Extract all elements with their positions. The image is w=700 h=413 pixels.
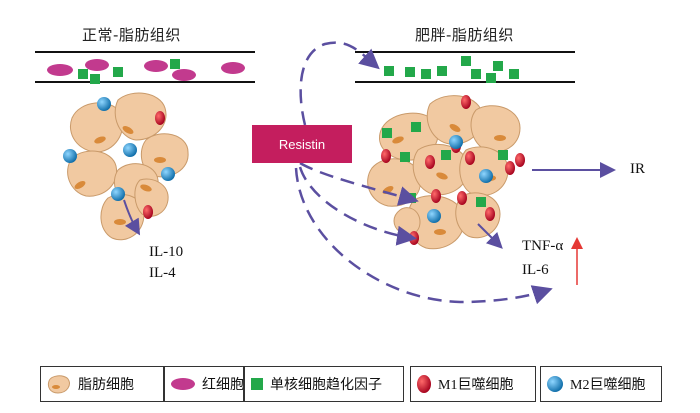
resistin-label: Resistin [278,136,326,152]
monocyte-factor [509,69,519,79]
monocyte-factor-swatch [251,378,263,390]
m1-macrophage [505,161,515,175]
normal-cytokine-2: IL-4 [149,265,176,281]
m1-macrophage [155,111,165,125]
m2-macrophage [479,169,493,183]
m2-macrophage [427,209,441,223]
monocyte-factor [170,59,180,69]
legend-rbc: 红细胞 [164,366,244,402]
m1-macrophage [485,207,495,221]
m2-macrophage [97,97,111,111]
m1-swatch [417,375,431,393]
monocyte-factor [384,66,394,76]
monocyte-factor [405,67,415,77]
m2-swatch [547,376,563,392]
monocyte-factor [78,69,88,79]
obese-cytokine-1: TNF-α [522,238,564,254]
m1-macrophage [515,153,525,167]
legend-adipocyte-label: 脂肪细胞 [78,377,134,393]
m2-macrophage [449,135,463,149]
legend-m1-label: M1巨噬细胞 [438,378,514,393]
legend-adipocyte: 脂肪细胞 [40,366,164,402]
resistin-box: Resistin [252,125,352,163]
normal-adipocyte-nuclei [74,126,166,225]
legend-m1: M1巨噬细胞 [410,366,536,402]
monocyte-factor [486,73,496,83]
normal-vessel [35,51,255,84]
monocyte-factor [471,69,481,79]
rbc-swatch [171,378,195,390]
m1-macrophage [425,155,435,169]
m1-macrophage [381,149,391,163]
obese-panel-title: 肥胖-脂肪组织 [415,26,514,44]
normal-panel-title: 正常-脂肪组织 [82,26,181,44]
legend-monocyte-factor-label: 单核细胞趋化因子 [270,377,382,393]
legend-m2-label: M2巨噬细胞 [570,378,646,393]
normal-cytokine-1: IL-10 [149,244,184,260]
m2-macrophage [111,187,125,201]
monocyte-factor [461,56,471,66]
m1-macrophage [143,205,153,219]
m2-macrophage [63,149,77,163]
ir-label: IR [630,161,645,177]
normal-output-arrow [123,199,141,236]
m1-macrophage [465,151,475,165]
monocyte-factor [113,67,123,77]
m1-macrophage [431,189,441,203]
rbc-cell [221,62,245,74]
normal-adipose-cluster [67,92,189,241]
monocyte-factor [90,74,100,84]
legend-monocyte-factor: 单核细胞趋化因子 [244,366,404,402]
obese-cytokine-arrow [477,223,503,249]
legend-m2: M2巨噬细胞 [540,366,662,402]
m2-macrophage [161,167,175,181]
legend-rbc-label: 红细胞 [202,377,244,393]
monocyte-factor [493,61,503,71]
m1-macrophage [457,191,467,205]
normal-macrophages [63,97,175,219]
rbc-cell [172,69,196,81]
rbc-cell [144,60,168,72]
rbc-cell [85,59,109,71]
obese-adipose-cluster [367,95,521,250]
monocyte-factor [437,66,447,76]
adipocyte-swatch [47,375,70,394]
m1-macrophage [461,95,471,109]
rbc-cell [47,64,73,76]
resistin-arrows [294,41,553,305]
obese-vessel [355,51,575,83]
m2-macrophage [123,143,137,157]
obese-cytokine-2: IL-6 [522,262,549,278]
monocyte-factor [421,69,431,79]
